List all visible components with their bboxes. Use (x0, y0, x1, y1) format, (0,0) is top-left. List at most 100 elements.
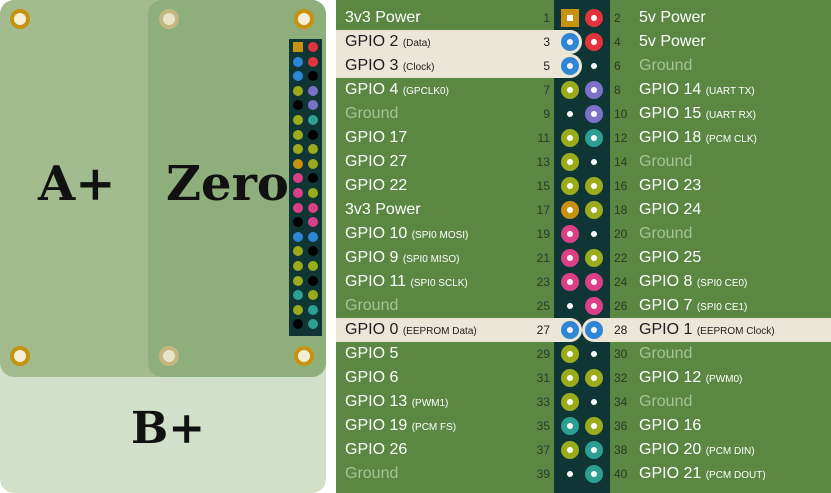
pin-label-7[interactable]: GPIO 4 (GPCLK0) (345, 78, 449, 102)
pin-8-dot[interactable] (585, 81, 603, 99)
pin-40-dot[interactable] (585, 465, 603, 483)
pin-35-dot[interactable] (561, 417, 579, 435)
pin-label-36[interactable]: GPIO 16 (639, 414, 701, 438)
pin-number: 37 (536, 443, 550, 457)
pin-15-dot[interactable] (561, 177, 579, 195)
pin-name: Ground (345, 297, 399, 314)
pin-label-38[interactable]: GPIO 20 (PCM DIN) (639, 438, 755, 462)
pin-2-dot[interactable] (585, 9, 603, 27)
pin-label-39[interactable]: Ground (345, 462, 398, 486)
pin-6-dot[interactable] (585, 57, 603, 75)
pin-32-dot[interactable] (585, 369, 603, 387)
pin-label-9[interactable]: Ground (345, 102, 398, 126)
pin-center-dot (567, 111, 573, 117)
pin-label-15[interactable]: GPIO 22 (345, 174, 407, 198)
pin-label-2[interactable]: 5v Power (639, 6, 706, 30)
pin-center-dot (567, 63, 573, 69)
pin-25-dot[interactable] (561, 297, 579, 315)
pin-label-23[interactable]: GPIO 11 (SPI0 SCLK) (345, 270, 468, 294)
pin-label-18[interactable]: GPIO 24 (639, 198, 701, 222)
pin-label-29[interactable]: GPIO 5 (345, 342, 398, 366)
pin-label-35[interactable]: GPIO 19 (PCM FS) (345, 414, 456, 438)
pin-center-dot (591, 135, 597, 141)
pin-10-dot[interactable] (585, 105, 603, 123)
pin-label-34[interactable]: Ground (639, 390, 692, 414)
pin-label-16[interactable]: GPIO 23 (639, 174, 701, 198)
pin-label-40[interactable]: GPIO 21 (PCM DOUT) (639, 462, 766, 486)
pin-name: GPIO 26 (345, 441, 408, 458)
pin-label-8[interactable]: GPIO 14 (UART TX) (639, 78, 755, 102)
pin-label-24[interactable]: GPIO 8 (SPI0 CE0) (639, 270, 747, 294)
pin-14-dot[interactable] (585, 153, 603, 171)
pin-39-dot[interactable] (561, 465, 579, 483)
pin-24-dot[interactable] (585, 273, 603, 291)
pin-label-17[interactable]: 3v3 Power (345, 198, 421, 222)
mounting-hole (10, 9, 30, 29)
pin-9-dot[interactable] (561, 105, 579, 123)
pin-label-10[interactable]: GPIO 15 (UART RX) (639, 102, 756, 126)
pin-16-dot[interactable] (585, 177, 603, 195)
pin-function: (PWM1) (411, 398, 449, 409)
pin-label-37[interactable]: GPIO 26 (345, 438, 407, 462)
pin-19-dot[interactable] (561, 225, 579, 243)
mini-pin-40 (308, 319, 318, 330)
pin-function: (SPI0 MOSI) (411, 230, 469, 241)
pin-label-33[interactable]: GPIO 13 (PWM1) (345, 390, 448, 414)
pin-number: 8 (614, 83, 621, 97)
pin-label-32[interactable]: GPIO 12 (PWM0) (639, 366, 742, 390)
pin-21-dot[interactable] (561, 249, 579, 267)
mini-pin-20 (308, 173, 318, 184)
pin-23-dot[interactable] (561, 273, 579, 291)
pin-label-21[interactable]: GPIO 9 (SPI0 MISO) (345, 246, 460, 270)
pin-label-13[interactable]: GPIO 27 (345, 150, 407, 174)
pin-label-12[interactable]: GPIO 18 (PCM CLK) (639, 126, 757, 150)
pin-13-dot[interactable] (561, 153, 579, 171)
pin-11-dot[interactable] (561, 129, 579, 147)
pin-1-dot[interactable] (561, 9, 579, 27)
pin-number: 40 (614, 467, 628, 481)
pin-22-dot[interactable] (585, 249, 603, 267)
pin-label-25[interactable]: Ground (345, 294, 398, 318)
pin-3-dot[interactable] (561, 33, 579, 51)
pin-label-5[interactable]: GPIO 3 (Clock) (345, 54, 434, 78)
pin-label-6[interactable]: Ground (639, 54, 692, 78)
pin-label-1[interactable]: 3v3 Power (345, 6, 421, 30)
pin-26-dot[interactable] (585, 297, 603, 315)
pin-label-14[interactable]: Ground (639, 150, 692, 174)
pin-37-dot[interactable] (561, 441, 579, 459)
pin-5-dot[interactable] (561, 57, 579, 75)
pin-label-30[interactable]: Ground (639, 342, 692, 366)
pin-label-11[interactable]: GPIO 17 (345, 126, 407, 150)
pin-30-dot[interactable] (585, 345, 603, 363)
pin-function: (UART TX) (705, 86, 755, 97)
pin-name: GPIO 11 (345, 273, 407, 290)
pin-label-20[interactable]: Ground (639, 222, 692, 246)
pin-36-dot[interactable] (585, 417, 603, 435)
pin-label-26[interactable]: GPIO 7 (SPI0 CE1) (639, 294, 747, 318)
pin-17-dot[interactable] (561, 201, 579, 219)
pin-label-27[interactable]: GPIO 0 (EEPROM Data) (345, 318, 477, 342)
pin-label-4[interactable]: 5v Power (639, 30, 706, 54)
mini-pin-3 (293, 56, 303, 67)
pin-7-dot[interactable] (561, 81, 579, 99)
pin-29-dot[interactable] (561, 345, 579, 363)
pin-34-dot[interactable] (585, 393, 603, 411)
pin-31-dot[interactable] (561, 369, 579, 387)
pin-label-22[interactable]: GPIO 25 (639, 246, 701, 270)
pin-number: 1 (543, 11, 550, 25)
pin-4-dot[interactable] (585, 33, 603, 51)
pin-label-19[interactable]: GPIO 10 (SPI0 MOSI) (345, 222, 468, 246)
pin-28-dot[interactable] (585, 321, 603, 339)
pin-12-dot[interactable] (585, 129, 603, 147)
pin-label-28[interactable]: GPIO 1 (EEPROM Clock) (639, 318, 775, 342)
pin-27-dot[interactable] (561, 321, 579, 339)
pin-33-dot[interactable] (561, 393, 579, 411)
pin-label-3[interactable]: GPIO 2 (Data) (345, 30, 431, 54)
pin-38-dot[interactable] (585, 441, 603, 459)
pin-label-31[interactable]: GPIO 6 (345, 366, 398, 390)
pin-20-dot[interactable] (585, 225, 603, 243)
pin-center-dot (567, 399, 573, 405)
pin-number: 16 (614, 179, 628, 193)
pin-18-dot[interactable] (585, 201, 603, 219)
pin-function: (PWM0) (705, 374, 743, 385)
